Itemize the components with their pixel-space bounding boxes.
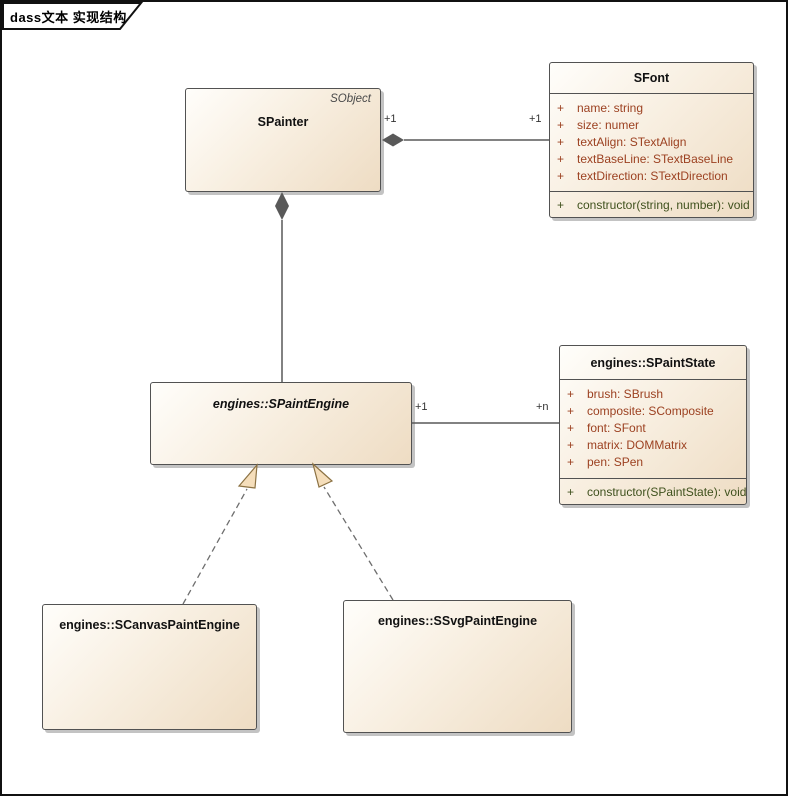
diagram-title: dass文本 实现结构: [10, 10, 127, 25]
visibility: +: [567, 420, 575, 435]
class-ssvgpaintengine[interactable]: engines::SSvgPaintEngine: [343, 600, 572, 733]
sfont-operations: + constructor(string, number): void: [550, 191, 753, 216]
visibility: +: [567, 484, 575, 499]
visibility: +: [557, 197, 565, 212]
attribute-text: matrix: DOMMatrix: [587, 437, 687, 452]
realization-arrow-icon: [237, 463, 258, 489]
attribute-text: textDirection: STextDirection: [577, 168, 728, 183]
class-spaintstate[interactable]: engines::SPaintState +brush: SBrush +com…: [559, 345, 747, 505]
visibility: +: [567, 403, 575, 418]
spainter-name: SPainter: [257, 115, 309, 129]
operation-row: + constructor(string, number): void: [550, 196, 753, 213]
attribute-row: + name: string: [550, 99, 753, 116]
diagram-frame-tab: [2, 2, 144, 30]
visibility: +: [567, 386, 575, 401]
operation-row: + constructor(SPaintState): void: [560, 483, 746, 500]
realization-arrow-icon: [311, 462, 334, 488]
multiplicity-label: +1: [384, 113, 397, 125]
attribute-text: name: string: [577, 100, 644, 115]
class-spainter[interactable]: SObject SPainter: [185, 88, 381, 192]
multiplicity-label: +n: [536, 401, 549, 413]
visibility: +: [557, 100, 565, 115]
attribute-row: + brush: SBrush: [560, 385, 746, 402]
spaintstate-operations: + constructor(SPaintState): void: [560, 478, 746, 503]
attribute-row: + textAlign: STextAlign: [550, 133, 753, 150]
visibility: +: [557, 117, 565, 132]
visibility: +: [557, 168, 565, 183]
spaintstate-attributes: + brush: SBrush + composite: SComposite + f…: [560, 379, 746, 478]
visibility: +: [567, 437, 575, 452]
spainter-stereotype: SObject: [330, 93, 371, 105]
attribute-row: + composite: SComposite: [560, 402, 746, 419]
composition-diamond-icon: [275, 192, 289, 220]
operation-text: constructor(SPaintState): void: [587, 484, 747, 499]
visibility: +: [557, 151, 565, 166]
attribute-text: textBaseLine: STextBaseLine: [577, 151, 734, 166]
attribute-text: font: SFont: [587, 420, 646, 435]
attribute-text: size: numer: [577, 117, 640, 132]
visibility: +: [557, 134, 565, 149]
attribute-text: textAlign: STextAlign: [577, 134, 687, 149]
attribute-row: + size: numer: [550, 116, 753, 133]
attribute-text: brush: SBrush: [587, 386, 664, 401]
class-spaintengine[interactable]: engines::SPaintEngine: [150, 382, 412, 465]
class-sfont[interactable]: SFont + name: string + size: numer + textAl…: [549, 62, 754, 218]
attribute-row: + textBaseLine: STextBaseLine: [550, 150, 753, 167]
ssvgpaintengine-name: engines::SSvgPaintEngine: [377, 614, 538, 628]
spaintengine-name: engines::SPaintEngine: [212, 397, 350, 411]
multiplicity-label: +1: [415, 401, 428, 413]
visibility: +: [567, 454, 575, 469]
class-scanvaspaintengine[interactable]: engines::SCanvasPaintEngine: [42, 604, 257, 730]
attribute-row: + pen: SPen: [560, 453, 746, 470]
sfont-attributes: + name: string + size: numer + textAlign: S…: [550, 93, 753, 191]
attribute-text: composite: SComposite: [587, 403, 714, 418]
attribute-row: + matrix: DOMMatrix: [560, 436, 746, 453]
spaintstate-title: engines::SPaintState: [590, 355, 716, 370]
operation-text: constructor(string, number): void: [577, 197, 750, 212]
attribute-row: + textDirection: STextDirection: [550, 167, 753, 184]
composition-diamond-icon: [382, 133, 404, 147]
multiplicity-label: +1: [529, 113, 542, 125]
frame-tab-shape: [2, 2, 144, 30]
realization-scanvas-spaintengine[interactable]: [182, 488, 248, 605]
attribute-text: pen: SPen: [587, 454, 644, 469]
attribute-row: + font: SFont: [560, 419, 746, 436]
scanvaspaintengine-name: engines::SCanvasPaintEngine: [59, 618, 240, 632]
realization-ssvg-spaintengine[interactable]: [323, 486, 394, 601]
sfont-title: SFont: [633, 71, 670, 85]
